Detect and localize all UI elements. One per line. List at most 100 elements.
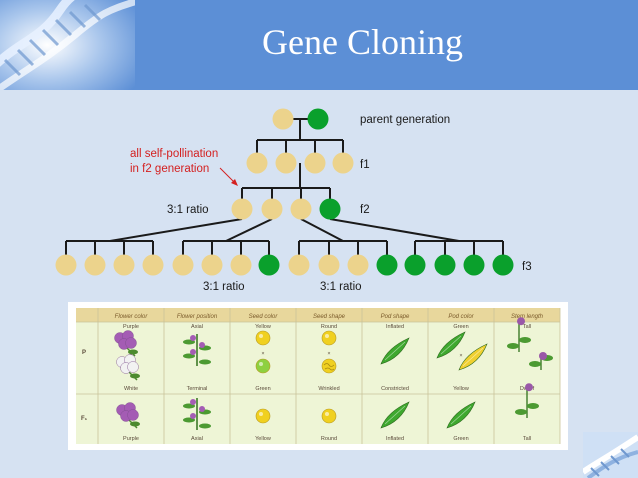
f3-circle-1-2 [230, 254, 252, 276]
f1-caption: Tall [523, 436, 531, 442]
f3-circle-0-1 [84, 254, 106, 276]
f3-descent-line [329, 218, 460, 242]
f2-label: f2 [360, 204, 370, 216]
trait-table-cells: Flower color Flower position Seed color See… [81, 314, 553, 442]
wrinkled-seed-icon [321, 358, 337, 374]
pedigree-circles [55, 108, 514, 276]
table-header: Pod color [448, 314, 474, 320]
f3-descent-line [300, 218, 344, 242]
cross-symbol: × [459, 353, 462, 359]
p-recessive-caption: Constricted [381, 386, 409, 392]
flower-icon [116, 354, 140, 381]
seed-icon [321, 408, 337, 424]
p-dominant-caption: Round [321, 324, 337, 330]
parent-circle-0 [272, 108, 294, 130]
annotation-arrowhead-icon [231, 179, 238, 186]
f3-circle-2-0 [288, 254, 310, 276]
row-label-f1: F₁ [81, 416, 88, 422]
axial-flower-icon [183, 398, 211, 430]
dna-helix-icon [0, 0, 135, 90]
f1-caption: Axial [191, 436, 203, 442]
table-header: Flower color [115, 314, 149, 320]
table-header: Pod shape [381, 314, 410, 320]
seed-icon [321, 330, 337, 346]
f1-circle-3 [332, 152, 354, 174]
p-recessive-caption: Yellow [453, 386, 469, 392]
self-pollination-note-line1: all self-pollination [130, 148, 218, 160]
tall-plant-icon [515, 383, 539, 418]
p-dominant-caption: Tall [523, 324, 531, 330]
pod-icon [380, 337, 410, 365]
p-dominant-caption: Green [453, 324, 468, 330]
f1-label: f1 [360, 159, 370, 171]
f1-circle-0 [246, 152, 268, 174]
p-recessive-caption: Terminal [187, 386, 208, 392]
f3-circle-0-0 [55, 254, 77, 276]
f1-circle-1 [275, 152, 297, 174]
p-recessive-caption: Green [255, 386, 270, 392]
cross-symbol: × [327, 351, 330, 357]
f1-caption: Purple [123, 436, 139, 442]
parent-generation-label: parent generation [360, 114, 450, 126]
f2-circle-2 [290, 198, 312, 220]
pod-icon [380, 401, 410, 429]
f1-caption: Yellow [255, 436, 271, 442]
table-header: Seed shape [313, 314, 346, 320]
seed-icon [255, 408, 271, 424]
parent-circle-1 [307, 108, 329, 130]
seed-icon [255, 330, 271, 346]
f3-circle-3-0 [404, 254, 426, 276]
ratio-label-f2: 3:1 ratio [167, 204, 209, 216]
axial-flower-icon [183, 334, 211, 366]
f3-circle-3-3 [492, 254, 514, 276]
dna-corner-icon [583, 432, 638, 478]
tall-plant-icon [507, 317, 531, 352]
f1-caption: Inflated [386, 436, 404, 442]
p-recessive-caption: Wrinkled [318, 386, 339, 392]
p-dominant-caption: Yellow [255, 324, 271, 330]
f1-caption: Round [321, 436, 337, 442]
slide-title: Gene Cloning [262, 22, 463, 62]
f3-circle-1-3 [258, 254, 280, 276]
f3-circle-0-2 [113, 254, 135, 276]
trait-table-graphic: Flower color Flower position Seed color See… [68, 302, 568, 450]
f3-circle-2-1 [318, 254, 340, 276]
table-header: Seed color [249, 314, 279, 320]
self-pollination-note-line2: in f2 generation [130, 163, 209, 175]
pod-icon [446, 401, 476, 429]
f3-descent-line [225, 218, 273, 242]
p-dominant-caption: Inflated [386, 324, 404, 330]
trait-table-grid [76, 308, 561, 444]
flower-icon [114, 330, 138, 357]
pod-icon [436, 331, 466, 359]
f2-circle-0 [231, 198, 253, 220]
p-recessive-caption: White [124, 386, 138, 392]
f3-circle-2-2 [347, 254, 369, 276]
f3-circle-3-1 [434, 254, 456, 276]
f2-circle-3 [319, 198, 341, 220]
ratio-label-f3-first: 3:1 ratio [203, 281, 245, 293]
seed-icon [255, 358, 271, 374]
f3-circle-1-0 [172, 254, 194, 276]
p-dominant-caption: Purple [123, 324, 139, 330]
table-header: Flower position [177, 314, 218, 320]
cross-symbol: × [261, 351, 264, 357]
f2-circle-1 [261, 198, 283, 220]
mendel-trait-table: Flower color Flower position Seed color See… [68, 302, 568, 450]
f3-circle-0-3 [142, 254, 164, 276]
f3-descent-line [109, 218, 243, 242]
f3-circle-3-2 [463, 254, 485, 276]
flower-icon [116, 402, 140, 429]
pod-icon [458, 343, 488, 371]
f1-circle-2 [304, 152, 326, 174]
row-label-p: P [82, 350, 86, 356]
f3-label: f3 [522, 261, 532, 273]
ratio-label-f3-second: 3:1 ratio [320, 281, 362, 293]
p-dominant-caption: Axial [191, 324, 203, 330]
f1-caption: Green [453, 436, 468, 442]
f3-circle-1-1 [201, 254, 223, 276]
table-header: Stem length [511, 314, 544, 320]
dwarf-plant-icon [529, 352, 553, 370]
